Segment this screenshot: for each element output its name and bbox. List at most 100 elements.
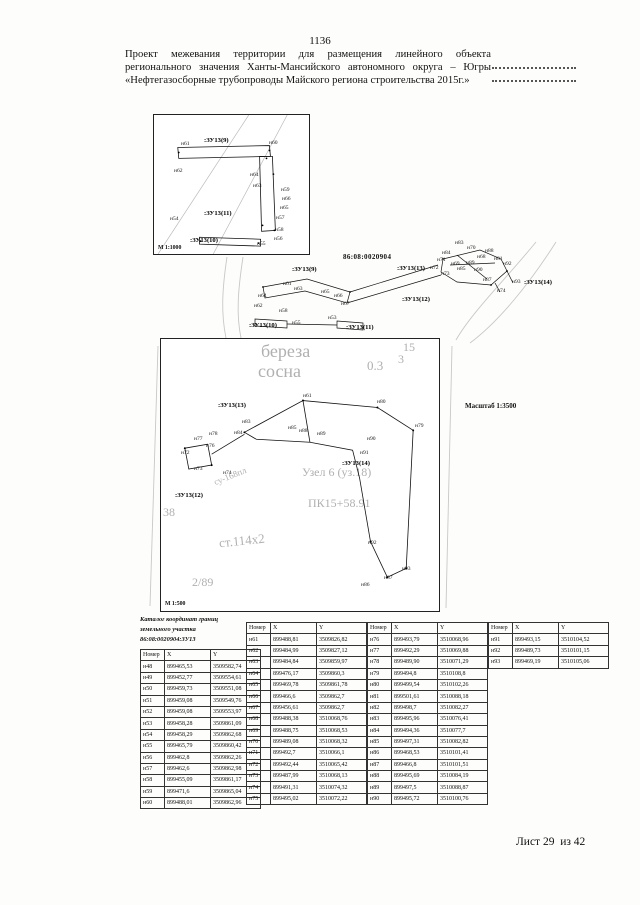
coord-cell: н79 (367, 667, 392, 680)
coord-cell: 899456,61 (270, 701, 317, 715)
coord-cell: 3510068,76 (316, 713, 367, 726)
survey-point-label: н93 (402, 566, 411, 572)
coord-cell: 899459,08 (164, 705, 211, 719)
survey-point-label: н55 (292, 320, 301, 326)
survey-point-label: н78 (209, 431, 218, 437)
coord-cell: 899488,01 (164, 797, 211, 810)
parcel-label: :ЗУ13(14) (342, 460, 370, 467)
coord-cell: н85 (367, 735, 392, 749)
faded-map-text: 38 (163, 505, 175, 519)
survey-point-label: н58 (275, 227, 284, 233)
coord-cell: 3510069,88 (437, 644, 488, 658)
coord-cell: 899497,5 (391, 781, 438, 794)
survey-point-label: н58 (279, 308, 288, 314)
coord-cell: 899497,31 (391, 735, 438, 749)
coord-cell: 899466,6 (270, 690, 317, 703)
scale-label: М 1:1000 (158, 245, 182, 251)
main-plan: 86:08:0020904 :ЗУ13(9):ЗУ13(13):ЗУ13(14)… (195, 235, 575, 425)
survey-point-label: н76 (206, 443, 215, 449)
coord-cell: 3509860,3 (316, 667, 367, 680)
survey-point-label: н91 (360, 450, 369, 456)
coord-cell: н50 (140, 683, 165, 696)
coord-cell: 899471,6 (164, 785, 211, 799)
coord-cell: н86 (367, 747, 392, 760)
coord-cell: 899489,73 (512, 644, 559, 658)
coord-cell: н60 (140, 797, 165, 810)
parcel-label: :ЗУ13(13) (397, 265, 425, 272)
coord-cell: 899488,75 (270, 724, 317, 737)
background-survey-lines (149, 241, 557, 609)
coord-cell: н61 (246, 633, 271, 646)
survey-point-label: н80 (377, 399, 386, 405)
coord-cell: 899465,53 (164, 660, 211, 673)
coord-cell: н88 (367, 770, 392, 783)
parcel-label: :ЗУ13(14) (524, 279, 552, 286)
coord-cell: 899462,8 (164, 751, 211, 764)
survey-point-label: н72 (181, 450, 190, 456)
coord-cell: 899494,36 (391, 724, 438, 737)
coord-header-cell: X (270, 621, 317, 635)
coord-cell: 899493,79 (391, 633, 438, 646)
coord-cell: н64 (246, 667, 271, 680)
survey-point-label: н83 (455, 240, 464, 246)
survey-point-label: н93 (512, 279, 521, 285)
survey-point-label: н84 (234, 430, 243, 436)
survey-point-label: н61 (283, 281, 292, 287)
coord-cell: н55 (140, 740, 165, 753)
coord-cell: 899458,29 (164, 728, 211, 742)
coord-cell: 3510088,87 (437, 781, 488, 794)
survey-point-label: н53 (328, 315, 337, 321)
coord-header-cell: Y (437, 621, 488, 635)
scale-label: М 1:500 (165, 601, 186, 607)
survey-point-label: н85 (288, 425, 297, 431)
coord-cell: н48 (140, 660, 165, 673)
survey-point-label: н59 (281, 187, 290, 193)
coord-cell: н81 (367, 690, 392, 703)
survey-point-label: н73 (194, 466, 203, 472)
coord-cell: н84 (367, 724, 392, 737)
coord-cell: 899498,7 (391, 701, 438, 715)
coord-cell: 899491,31 (270, 781, 317, 794)
faded-map-text: Узел 6 (уз.18) (302, 465, 372, 479)
coord-cell: н80 (367, 678, 392, 692)
coord-cell: н73 (246, 770, 271, 783)
coord-cell: н90 (367, 792, 392, 806)
coord-cell: 899501,61 (391, 690, 438, 703)
document-title: Проект межевания территории для размещен… (125, 49, 491, 86)
survey-point-label: н60 (269, 140, 278, 146)
coord-header-cell: Номер (488, 621, 513, 635)
coord-cell: н82 (367, 701, 392, 715)
coord-cell: 899469,78 (270, 678, 317, 692)
coord-cell: н57 (140, 762, 165, 776)
survey-point-label: н54 (170, 216, 179, 222)
coord-header-cell: Номер (246, 621, 271, 635)
coord-cell: н63 (246, 656, 271, 669)
coord-cell: н68 (246, 713, 271, 726)
survey-point-label: н73 (441, 271, 450, 277)
page-number: 1136 (309, 35, 331, 47)
coord-cell: н93 (488, 656, 513, 669)
coord-cell: 899476,17 (270, 667, 317, 680)
